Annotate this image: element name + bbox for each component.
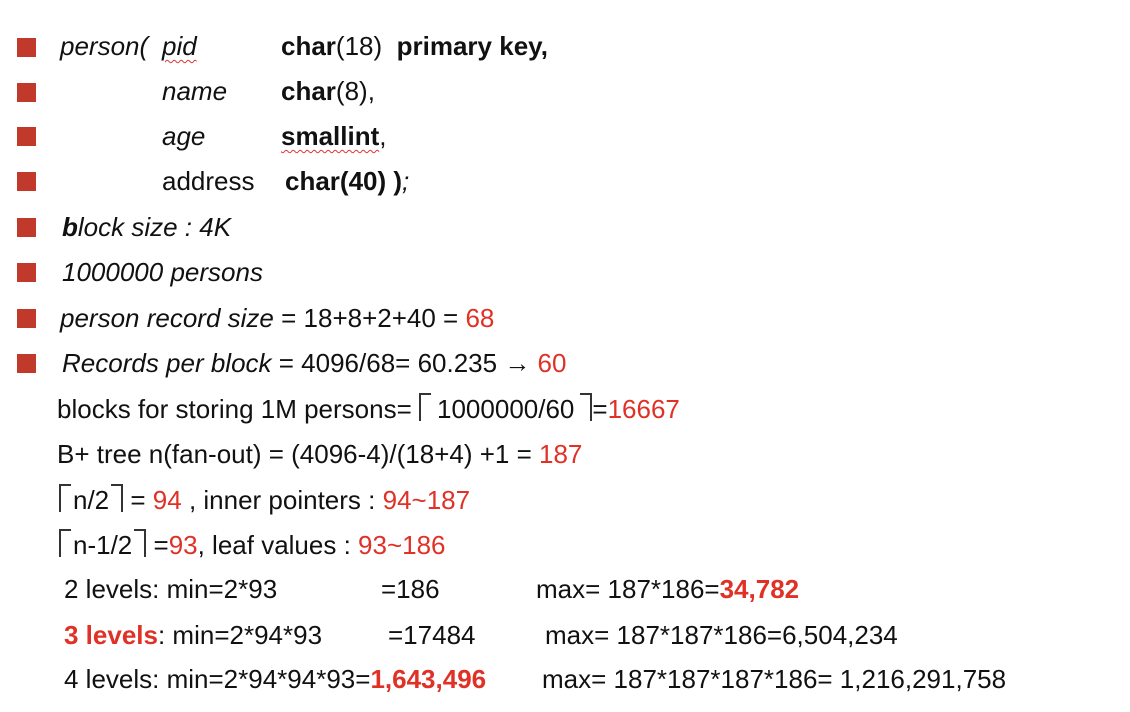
ceil-right-bracket	[580, 393, 593, 421]
bullet-7	[17, 309, 36, 328]
ceil-left-bracket	[59, 484, 71, 512]
arrow-icon: →	[504, 348, 531, 378]
column-address: address	[162, 166, 255, 196]
ceil-left-bracket	[59, 529, 71, 557]
bullet-4	[17, 172, 36, 191]
bullet-8	[17, 354, 36, 373]
ceil-left-bracket	[419, 393, 432, 421]
column-pid: pid	[162, 31, 197, 61]
ceil-right-bracket	[134, 529, 147, 557]
ceil-right-bracket	[111, 484, 124, 512]
column-age: age	[162, 121, 206, 151]
bullet-1	[17, 38, 36, 57]
bullet-3	[17, 127, 36, 146]
column-address-type: char(40) );	[285, 166, 410, 196]
column-name-type: char(8),	[281, 76, 375, 106]
column-name: name	[162, 76, 228, 106]
bullet-5	[17, 218, 36, 237]
bullet-2	[17, 83, 36, 102]
bullet-6	[17, 263, 36, 282]
table-name: person(	[60, 31, 149, 61]
column-age-type: smallint,	[281, 121, 387, 151]
column-pid-type: char(18) primary key,	[281, 31, 548, 61]
